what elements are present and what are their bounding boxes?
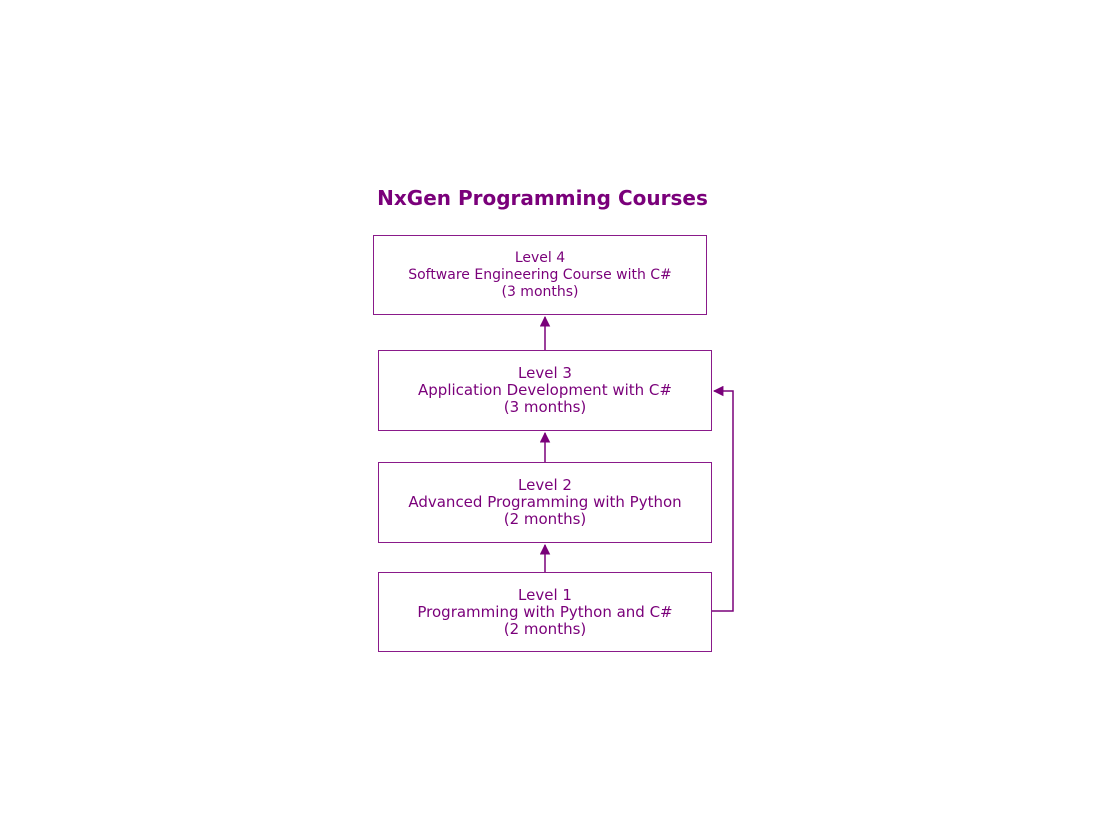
diagram-title: NxGen Programming Courses — [377, 186, 708, 210]
node-level1-duration: (2 months) — [503, 619, 587, 638]
node-level2-level: Level 2 — [518, 476, 572, 494]
node-level3: Level 3 Application Development with C# … — [378, 350, 712, 431]
node-level4-level: Level 4 — [514, 249, 566, 266]
edge-level1-to-level3 — [712, 385, 734, 612]
node-level4-name: Software Engineering Course with C# — [408, 266, 672, 283]
node-level1-level: Level 1 — [518, 585, 572, 604]
node-level4: Level 4 Software Engineering Course with… — [373, 235, 707, 315]
node-level4-duration: (3 months) — [501, 283, 579, 300]
node-level3-duration: (3 months) — [503, 398, 587, 416]
node-level1-name: Programming with Python and C# — [417, 602, 673, 621]
node-level1: Level 1 Programming with Python and C# (… — [378, 572, 712, 652]
node-level2: Level 2 Advanced Programming with Python… — [378, 462, 712, 543]
node-level3-level: Level 3 — [518, 364, 572, 382]
node-level2-name: Advanced Programming with Python — [408, 493, 682, 511]
node-level3-name: Application Development with C# — [418, 381, 672, 399]
node-level2-duration: (2 months) — [503, 510, 587, 528]
